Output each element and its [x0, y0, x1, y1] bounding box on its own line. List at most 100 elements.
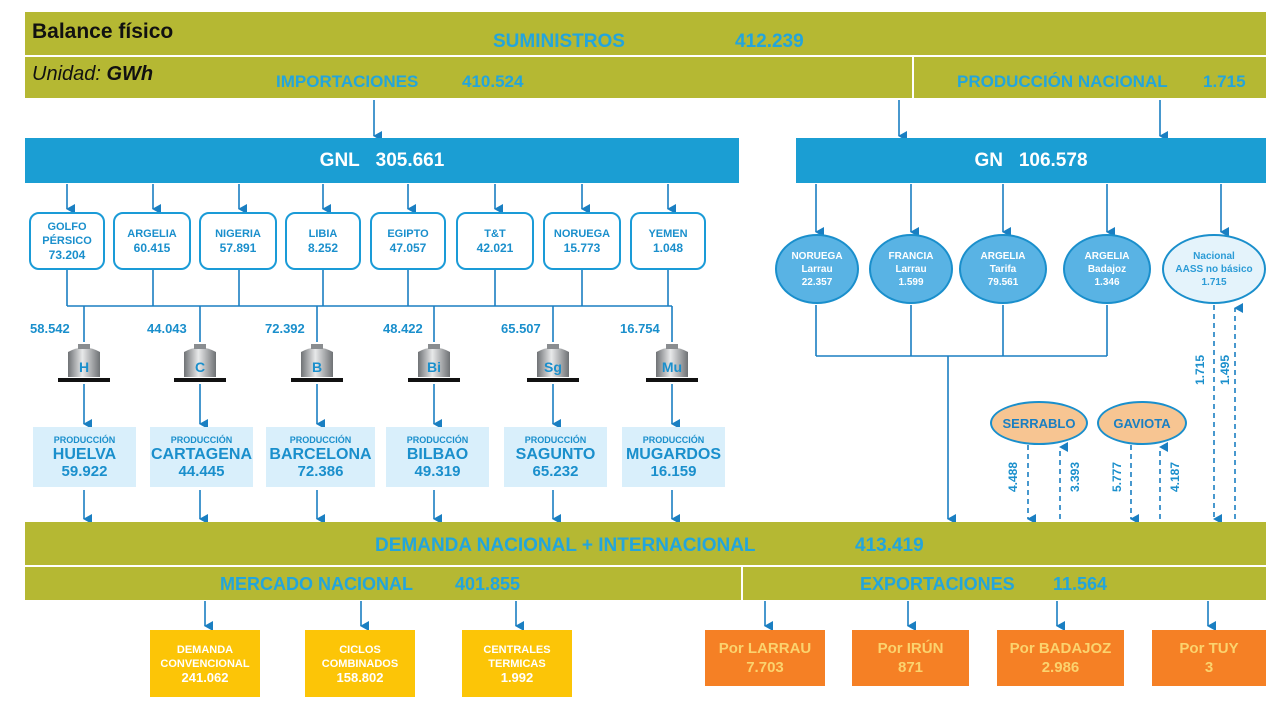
production-value: 49.319	[414, 463, 461, 480]
mercado-export-bar	[25, 567, 1266, 600]
mercado-item-line1: DEMANDA	[176, 643, 234, 656]
gn-source-route: Badajoz	[1087, 263, 1127, 275]
production-value: 44.445	[178, 463, 225, 480]
production-value: 16.159	[650, 463, 697, 480]
terminal-input-value: 58.542	[30, 321, 70, 336]
source-name: NIGERIA	[215, 228, 261, 240]
serrablo-injection: 4.488	[1006, 462, 1020, 493]
production-name: SAGUNTO	[515, 446, 596, 463]
source-tt: T&T 42.021	[456, 212, 534, 270]
terminal-code: C	[195, 359, 205, 375]
produccion-nacional-label: PRODUCCIÓN NACIONAL	[957, 72, 1168, 91]
production-label: PRODUCCIÓN	[642, 435, 705, 445]
storage-gaviota: GAVIOTA	[1097, 401, 1187, 445]
mercado-item-line1: CICLOS	[339, 643, 381, 656]
serrablo-extraction: 3.393	[1068, 462, 1082, 493]
gn-source-name: FRANCIA	[888, 250, 934, 262]
export-value: 11.564	[1053, 574, 1108, 594]
source-value: 42.021	[476, 241, 514, 255]
production-value: 65.232	[532, 463, 579, 480]
lng-tank-icon: Bi	[406, 342, 462, 386]
production-sagunto: PRODUCCIÓN SAGUNTO 65.232	[504, 427, 607, 487]
production-name: HUELVA	[52, 446, 117, 463]
nacional-up-flow: 1.495	[1218, 355, 1232, 386]
terminal-code: Bi	[427, 359, 441, 375]
suministros-label: SUMINISTROS	[493, 31, 625, 52]
source-value: 8.252	[307, 241, 339, 255]
export-item-label: Por TUY	[1179, 640, 1239, 657]
source-name: YEMEN	[648, 228, 688, 240]
mercado-item-line1: CENTRALES	[483, 643, 551, 656]
lng-tank-icon: B	[289, 342, 345, 386]
unit-prefix: Unidad:	[32, 63, 107, 85]
gn-source-name: Nacional	[1193, 250, 1235, 262]
production-barcelona: PRODUCCIÓN BARCELONA 72.386	[266, 427, 375, 487]
importaciones-value: 410.524	[462, 72, 524, 91]
terminal-input-value: 44.043	[147, 321, 187, 336]
production-label: PRODUCCIÓN	[289, 435, 352, 445]
gn-source-value: 1.715	[1201, 276, 1227, 288]
gn-source-francia: FRANCIA Larrau 1.599	[869, 234, 953, 304]
source-value: 1.048	[652, 241, 684, 255]
export-item-label: Por BADAJOZ	[1009, 640, 1112, 657]
export-badajoz: Por BADAJOZ 2.986	[997, 630, 1124, 686]
production-label: PRODUCCIÓN	[53, 435, 116, 445]
lng-tank-icon: C	[172, 342, 228, 386]
production-name: MUGARDOS	[625, 446, 722, 463]
mercado-item-value: 158.802	[336, 669, 384, 685]
vertical-divider	[912, 57, 914, 98]
mercado-item-line2: CONVENCIONAL	[160, 657, 250, 670]
terminal-input-value: 72.392	[265, 321, 305, 336]
gn-value: 106.578	[1018, 149, 1088, 171]
production-label: PRODUCCIÓN	[170, 435, 233, 445]
source-name: T&T	[484, 228, 506, 240]
nacional-down-flow: 1.715	[1193, 355, 1207, 386]
source-name: LIBIA	[308, 228, 338, 240]
production-name: BARCELONA	[269, 446, 372, 463]
export-irun: Por IRÚN 871	[852, 630, 969, 686]
source-argelia: ARGELIA 60.415	[113, 212, 191, 270]
export-larrau: Por LARRAU 7.703	[705, 630, 825, 686]
source-name-2: PÉRSICO	[42, 235, 92, 247]
production-value: 72.386	[297, 463, 344, 480]
terminal-code: Sg	[544, 359, 562, 375]
source-libia: LIBIA 8.252	[285, 212, 361, 270]
production-mugardos: PRODUCCIÓN MUGARDOS 16.159	[622, 427, 725, 487]
gn-label: GN	[974, 149, 1003, 171]
production-label: PRODUCCIÓN	[524, 435, 587, 445]
production-label: PRODUCCIÓN	[406, 435, 469, 445]
gaviota-injection: 5.777	[1110, 462, 1124, 493]
production-value: 59.922	[61, 463, 108, 480]
terminal-code: B	[312, 359, 322, 375]
mercado-ciclos-combinados: CICLOS COMBINADOS 158.802	[305, 630, 415, 697]
export-item-value: 3	[1204, 659, 1214, 676]
demanda-value: 413.419	[855, 535, 924, 556]
terminal-input-value: 65.507	[501, 321, 541, 336]
source-yemen: YEMEN 1.048	[630, 212, 706, 270]
source-value: 47.057	[389, 241, 427, 255]
export-item-value: 2.986	[1041, 659, 1080, 676]
export-item-label: Por IRÚN	[877, 640, 944, 657]
unit-label: Unidad: GWh	[32, 63, 153, 86]
terminal-code: Mu	[662, 359, 682, 375]
export-item-value: 7.703	[746, 659, 784, 676]
gn-source-name: ARGELIA	[1084, 250, 1130, 262]
importaciones-label: IMPORTACIONES	[276, 72, 419, 91]
source-value: 57.891	[219, 241, 257, 255]
export-item-label: Por LARRAU	[718, 640, 812, 657]
lng-tank-icon: Mu	[644, 342, 700, 386]
lng-tank-icon: H	[56, 342, 112, 386]
gnl-label: GNL	[319, 149, 360, 171]
gn-source-value: 79.561	[987, 276, 1019, 288]
gn-source-route: AASS no básico	[1175, 263, 1253, 275]
source-name: EGIPTO	[387, 228, 429, 240]
gn-source-nacional: Nacional AASS no básico 1.715	[1162, 234, 1266, 304]
gn-source-route: Larrau	[895, 263, 927, 275]
production-huelva: PRODUCCIÓN HUELVA 59.922	[33, 427, 136, 487]
mercado-item-value: 241.062	[181, 669, 229, 685]
production-name: BILBAO	[406, 446, 469, 463]
gnl-value: 305.661	[375, 149, 445, 171]
source-egipto: EGIPTO 47.057	[370, 212, 446, 270]
gaviota-extraction: 4.187	[1168, 462, 1182, 493]
